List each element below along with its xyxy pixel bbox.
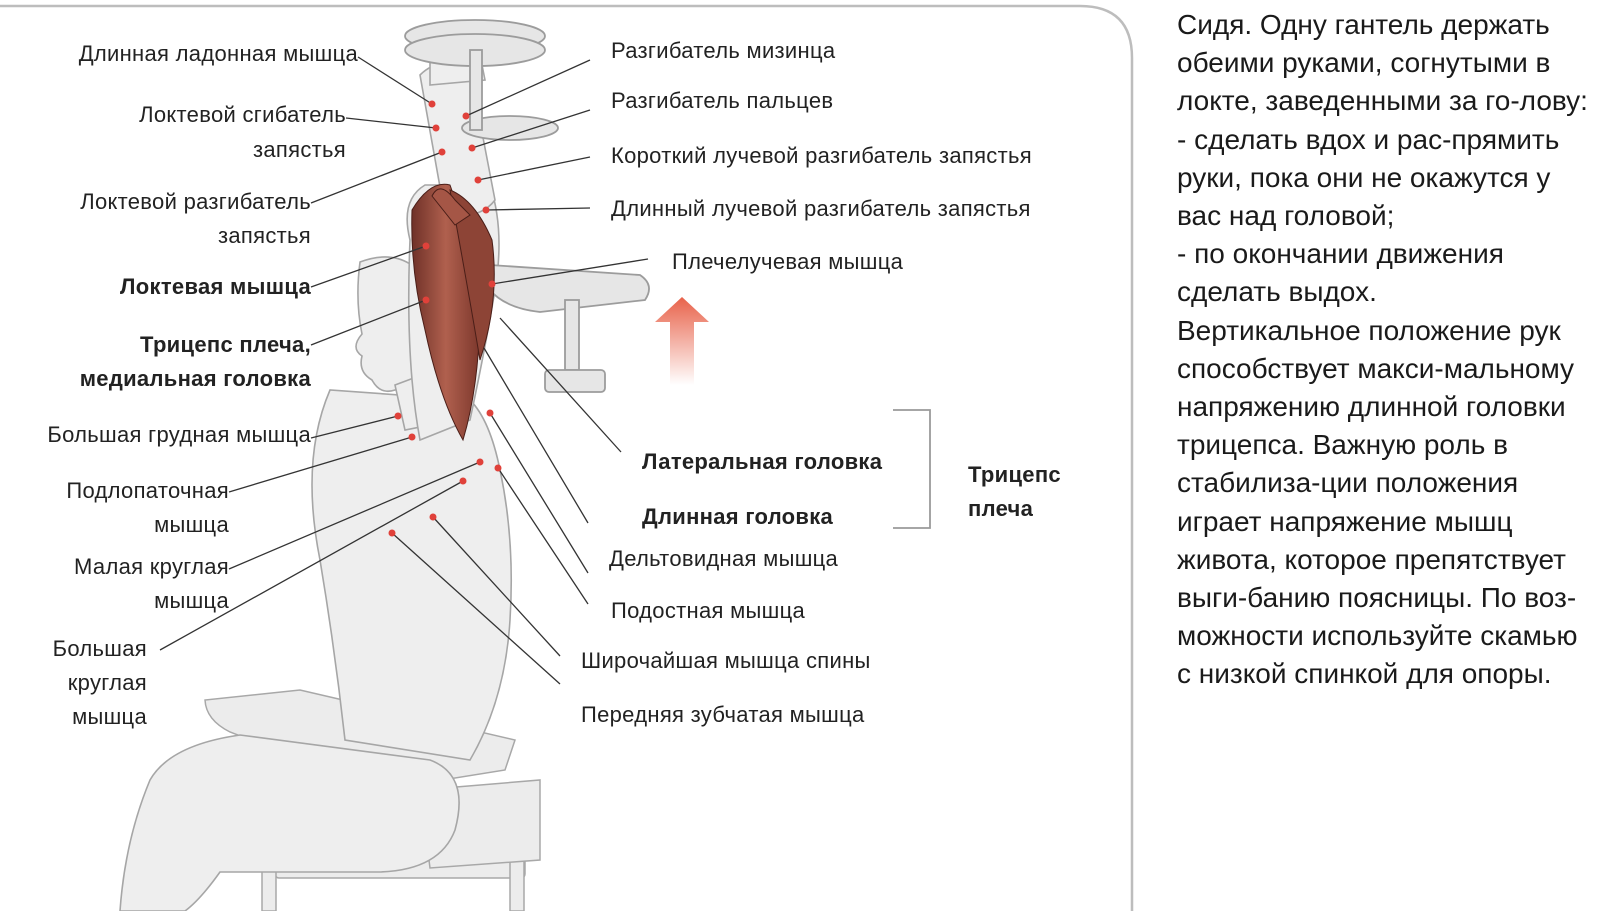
triceps-muscle — [411, 183, 495, 442]
dumbbell-illustration — [404, 19, 559, 141]
label-teres-major-line3: мышца — [72, 704, 147, 729]
label-extensor-digitorum: Разгибатель пальцев — [611, 88, 834, 113]
label-subscapularis-line2: мышца — [154, 512, 229, 537]
label-teres-minor-line1: Малая круглая — [74, 554, 229, 579]
label-triceps-medial-line1: Трицепс плеча, — [140, 332, 311, 357]
label-ulnar-extensor-line1: Локтевой разгибатель — [80, 189, 311, 214]
triceps-bracket — [893, 409, 931, 529]
label-anconeus: Локтевая мышца — [120, 274, 311, 299]
muscle-marker-dots — [388, 100, 502, 537]
description-step-exhale: - по окончании движения сделать выдох. — [1177, 238, 1504, 308]
upward-movement-arrow — [655, 297, 709, 385]
label-deltoid: Дельтовидная мышца — [609, 546, 839, 571]
label-ulnar-flexor-line2: запястья — [253, 137, 346, 162]
label-latissimus-dorsi: Широчайшая мышца спины — [581, 648, 871, 673]
label-extensor-carpi-radialis-brevis: Короткий лучевой разгибатель запястья — [611, 143, 1032, 168]
label-teres-major-line2: круглая — [67, 670, 147, 695]
description-paragraph-setup: Сидя. Одну гантель держать обеими руками… — [1177, 9, 1588, 117]
label-infraspinatus: Подостная мышца — [611, 598, 806, 623]
label-brachioradialis: Плечелучевая мышца — [672, 249, 904, 274]
label-teres-minor-line2: мышца — [154, 588, 229, 613]
label-serratus-anterior: Передняя зубчатая мышца — [581, 702, 865, 727]
bench-back-illustration — [489, 264, 650, 393]
label-triceps-medial-line2: медиальная головка — [79, 366, 311, 391]
leader-lines — [159, 56, 649, 685]
description-paragraph-notes: Вертикальное положение рук способствует … — [1177, 314, 1578, 690]
label-triceps-group-line2: плеча — [968, 496, 1034, 521]
description-step-inhale: - сделать вдох и рас-прямить руки, пока … — [1177, 123, 1560, 232]
label-teres-major-line1: Большая — [52, 636, 147, 661]
label-lateral-head: Латеральная головка — [642, 449, 883, 474]
label-triceps-group-line1: Трицепс — [968, 462, 1061, 487]
label-subscapularis-line1: Подлопаточная — [66, 478, 229, 503]
figure-frame — [0, 4, 1134, 911]
label-pectoralis-major: Большая грудная мышца — [47, 422, 311, 447]
label-extensor-digiti-minimi: Разгибатель мизинца — [611, 38, 836, 63]
label-long-head: Длинная головка — [642, 504, 834, 529]
label-ulnar-flexor-line1: Локтевой сгибатель — [139, 102, 346, 127]
label-long-palmar: Длинная ладонная мышца — [78, 41, 358, 66]
exercise-description: Сидя. Одну гантель держать обеими руками… — [1177, 6, 1595, 694]
label-extensor-carpi-radialis-longus: Длинный лучевой разгибатель запястья — [611, 196, 1031, 221]
label-ulnar-extensor-line2: запястья — [218, 223, 311, 248]
